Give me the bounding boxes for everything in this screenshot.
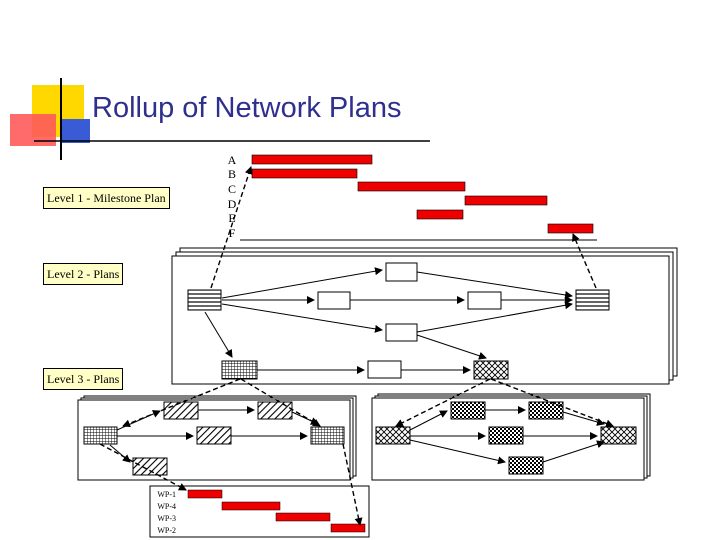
- level3-label: Level 3 - Plans: [43, 368, 124, 390]
- milestone-gantt: A B C D E F: [228, 153, 597, 241]
- rollup-connectors: [99, 166, 614, 526]
- level3-right-panel: [371, 393, 651, 481]
- rollup-arrow: [99, 443, 187, 491]
- network-node: [467, 291, 502, 310]
- wp-bar-2: [330, 523, 366, 533]
- rollup-arrow: [240, 378, 321, 427]
- network-node-grid: [83, 426, 118, 445]
- slide-title: Rollup of Network Plans: [92, 92, 402, 124]
- network-arrow: [204, 311, 233, 358]
- network-node-grid: [310, 426, 345, 445]
- network-node-checkered: [528, 401, 564, 420]
- gantt-bar-d: [464, 195, 548, 206]
- deco-blue-square: [60, 119, 90, 143]
- gantt-bar-f: [547, 223, 594, 234]
- level2-label: Level 2 - Plans: [43, 263, 124, 285]
- network-node-hatched: [163, 401, 199, 420]
- network-node-checkered: [450, 401, 486, 420]
- gantt-row-label: B: [228, 167, 236, 181]
- network-node: [367, 360, 402, 379]
- wp-bar-4: [221, 501, 281, 511]
- gantt-row-label: F: [229, 226, 236, 240]
- gantt-bar-a: [251, 154, 373, 165]
- rollup-arrow: [210, 166, 253, 289]
- network-node-hatched: [132, 457, 168, 476]
- wp-bar-1: [187, 489, 223, 499]
- network-arrow: [409, 439, 506, 465]
- network-node-crossed: [600, 426, 637, 445]
- network-node-grid: [221, 360, 258, 380]
- network-node: [317, 291, 351, 310]
- wp-row-label: WP-4: [157, 502, 176, 511]
- network-node-crossed: [473, 360, 509, 380]
- gantt-row-label: A: [228, 153, 237, 167]
- title-decoration: [10, 78, 430, 160]
- network-arrow: [109, 444, 131, 463]
- network-arrow: [221, 267, 383, 299]
- wp-row-label: WP-1: [157, 490, 176, 499]
- gantt-bar-e: [416, 209, 464, 220]
- rollup-arrow: [122, 378, 241, 428]
- rollup-arrow: [572, 233, 597, 289]
- network-arrow: [409, 410, 448, 431]
- network-node-checkered: [488, 426, 524, 445]
- gantt-bar-c: [357, 181, 466, 192]
- level2-panel: [171, 247, 678, 385]
- network-node-hatched: [257, 401, 293, 420]
- rollup-arrow: [342, 443, 363, 526]
- gantt-row-label: D: [228, 197, 237, 211]
- network-node-striped: [187, 289, 222, 311]
- level1-label: Level 1 - Milestone Plan: [43, 187, 170, 209]
- gantt-row-label: E: [228, 211, 235, 225]
- level3-left-panel: [77, 395, 357, 481]
- network-node-hatched: [196, 426, 232, 445]
- network-arrow: [416, 271, 573, 299]
- work-package-gantt: WP-1 WP-4 WP-3 WP-2: [149, 485, 370, 538]
- network-arrow: [221, 303, 383, 333]
- wp-row-label: WP-2: [157, 526, 176, 535]
- rollup-arrow: [490, 378, 614, 428]
- wp-row-label: WP-3: [157, 514, 176, 523]
- gantt-row-label: C: [228, 182, 236, 196]
- network-arrow: [416, 334, 487, 360]
- wp-bar-3: [275, 512, 331, 522]
- network-node-crossed: [375, 426, 411, 445]
- network-node: [385, 262, 418, 282]
- rollup-arrow: [395, 378, 491, 427]
- network-node: [385, 323, 418, 342]
- network-arrow: [562, 411, 605, 426]
- network-arrow: [416, 301, 573, 333]
- network-node-checkered: [508, 456, 544, 475]
- gantt-bar-b: [251, 168, 358, 179]
- network-node-striped: [575, 289, 610, 311]
- network-arrow: [542, 440, 605, 463]
